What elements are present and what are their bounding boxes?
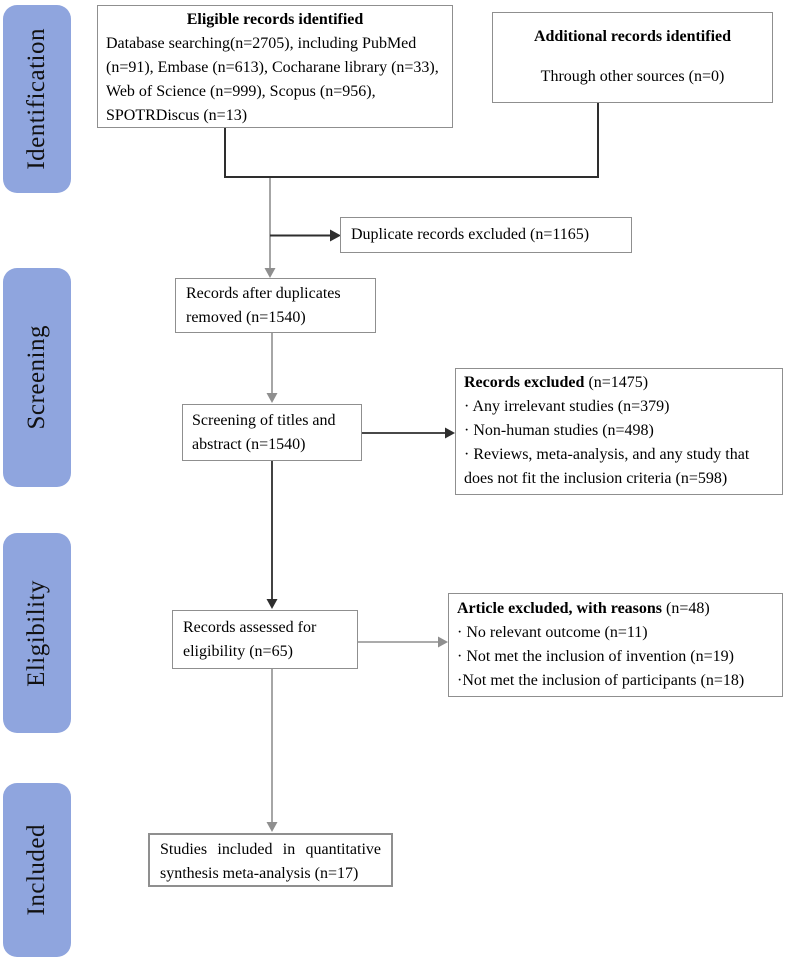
arrowhead-assessed-to-article-excluded (438, 636, 448, 648)
arrowhead-junction-to-after-duplicates (264, 268, 276, 278)
box-eligible-records-title: Eligible records identified (186, 11, 364, 28)
box-screening-titles: Screening of titles and abstract (n=1540… (182, 404, 362, 461)
stage-eligibility-label: Eligibility (23, 579, 50, 687)
box-article-excluded-title-bold: Article excluded, with reasons (457, 600, 663, 617)
arrowhead-after-duplicates-to-screening (266, 393, 278, 403)
stage-screening: Screening (3, 268, 71, 487)
article-excluded-item: · Not met the inclusion of invention (n=… (457, 648, 734, 665)
article-excluded-item: · No relevant outcome (n=11) (457, 624, 648, 641)
box-after-duplicates: Records after duplicates removed (n=1540… (175, 278, 376, 333)
box-records-assessed: Records assessed for eligibility (n=65) (172, 610, 358, 669)
box-after-duplicates-text: Records after duplicates removed (n=1540… (186, 285, 341, 326)
records-excluded-item: · Reviews, meta-analysis, and any study … (464, 446, 750, 487)
box-duplicates-excluded-text: Duplicate records excluded (n=1165) (351, 226, 590, 243)
box-article-excluded-title-rest: (n=48) (662, 600, 710, 617)
box-eligible-records-body: Database searching(n=2705), including Pu… (106, 35, 439, 124)
box-records-excluded-title-rest: (n=1475) (584, 374, 649, 391)
box-article-excluded-title: Article excluded, with reasons (n=48) (457, 597, 774, 621)
box-eligible-records: Eligible records identified Database sea… (97, 5, 453, 128)
records-excluded-item: · Any irrelevant studies (n=379) (464, 398, 670, 415)
arrowhead-screening-to-records-excluded (445, 427, 455, 439)
box-screening-titles-text: Screening of titles and abstract (n=1540… (192, 412, 336, 453)
box-records-excluded-title-bold: Records excluded (464, 374, 585, 391)
stage-included-label: Included (23, 824, 50, 916)
box-additional-records: Additional records identified Through ot… (492, 12, 773, 103)
stage-identification-label: Identification (23, 28, 50, 170)
arrowhead-screening-to-assessed (266, 599, 278, 609)
stage-included: Included (3, 783, 71, 957)
box-records-excluded-title: Records excluded (n=1475) (464, 371, 774, 395)
box-article-excluded: Article excluded, with reasons (n=48) · … (448, 593, 783, 697)
box-included-studies-text: Studies included in quantitative synthes… (160, 841, 381, 882)
article-excluded-item: ·Not met the inclusion of participants (… (457, 672, 745, 689)
box-additional-records-title: Additional records identified (533, 28, 732, 45)
stage-screening-label: Screening (23, 325, 50, 430)
box-records-excluded: Records excluded (n=1475) · Any irreleva… (455, 368, 783, 495)
stage-identification: Identification (3, 5, 71, 193)
stage-eligibility: Eligibility (3, 533, 71, 733)
box-duplicates-excluded: Duplicate records excluded (n=1165) (340, 217, 632, 253)
arrowhead-assessed-to-included (266, 822, 278, 832)
box-additional-records-body: Through other sources (n=0) (540, 68, 725, 85)
records-excluded-item: · Non-human studies (n=498) (464, 422, 654, 439)
box-included-studies: Studies included in quantitative synthes… (148, 833, 393, 887)
box-records-assessed-text: Records assessed for eligibility (n=65) (183, 619, 317, 660)
